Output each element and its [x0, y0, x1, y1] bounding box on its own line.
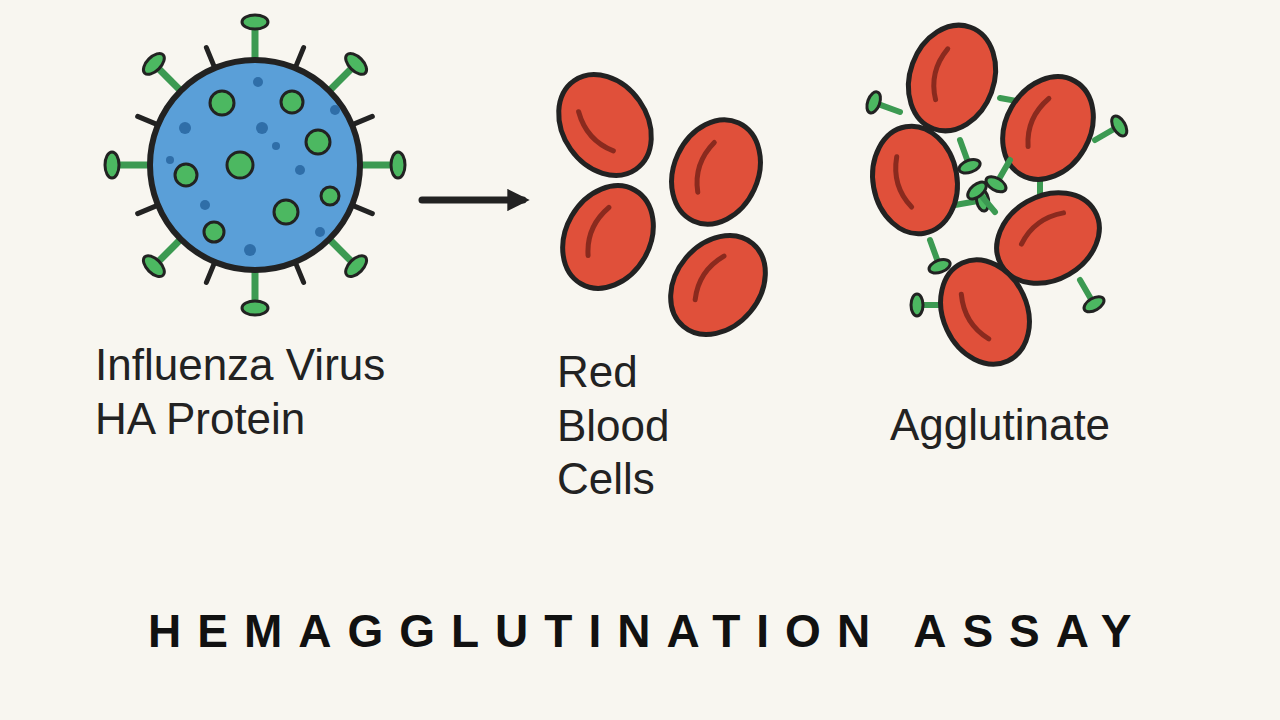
flow-arrow [422, 197, 523, 204]
virus-illustration [105, 15, 405, 315]
agglutinated-cells [864, 13, 1130, 379]
node-label: Agglutinate [830, 398, 1170, 452]
red-blood-cells [540, 57, 785, 354]
diagram-title: HEMAGGLUTINATION ASSAY [148, 604, 1147, 658]
node-label: Influenza Virus HA Protein [95, 338, 435, 445]
node-label: Red Blood Cells [557, 345, 707, 506]
illustration-node: Red Blood Cells [535, 70, 770, 335]
illustration-node: Influenza Virus HA Protein [100, 5, 410, 325]
illustration-node: Agglutinate [850, 30, 1150, 360]
